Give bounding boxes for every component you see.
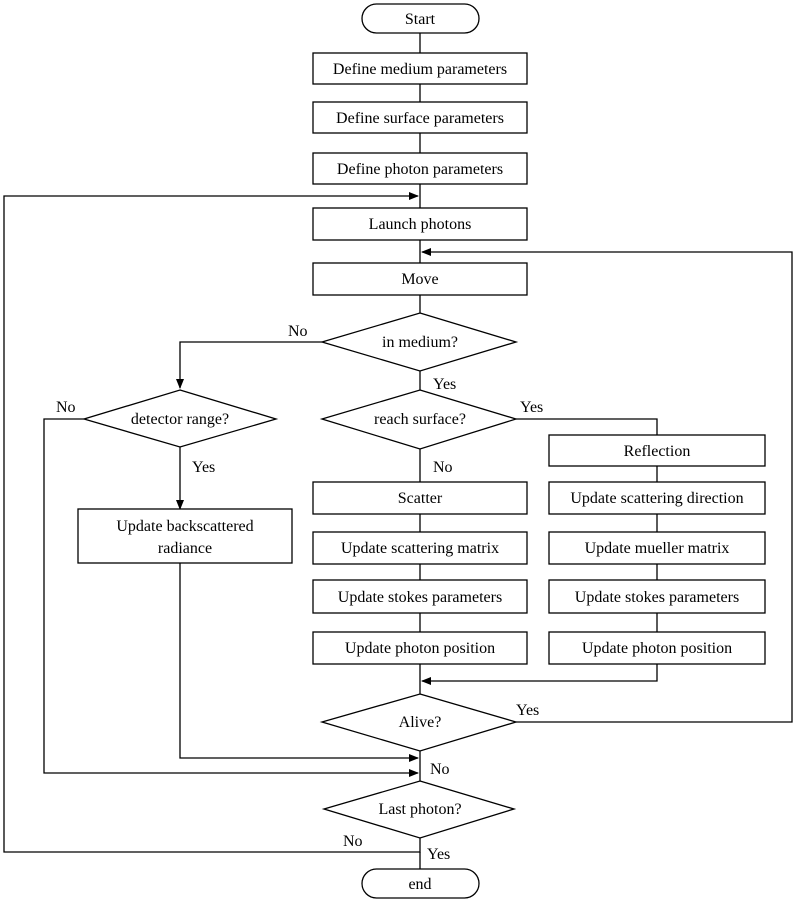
step-update-scattering-matrix-label: Update scattering matrix [341,540,499,557]
step-define-medium: Define medium parameters [312,52,528,85]
connector-last-no-loop [3,192,421,853]
decision-reach-surface: reach surface? [319,389,519,450]
step-move-label: Move [401,271,438,288]
decision-in-medium: in medium? [319,312,519,372]
decision-last-photon-label: Last photon? [378,801,461,818]
step-define-medium-label: Define medium parameters [333,61,507,78]
label-alive-yes: Yes [516,702,539,719]
connector-in-medium-no [176,341,322,389]
decision-detector-range: detector range? [81,389,279,448]
connector-detector-no [43,418,419,777]
connector-right-position-merge [421,664,658,685]
decision-last-photon: Last photon? [321,780,517,839]
label-last-no: No [343,833,363,850]
step-scatter-label: Scatter [398,490,443,507]
label-in-medium-yes: Yes [433,376,456,393]
step-update-position-right-label: Update photon position [582,640,732,657]
decision-alive: Alive? [319,693,519,752]
backscattered-line2: radiance [158,540,212,557]
step-update-scattering-matrix: Update scattering matrix [312,531,528,565]
label-surface-no: No [433,459,453,476]
step-move: Move [312,262,528,296]
step-scatter: Scatter [312,481,528,515]
label-detector-yes: Yes [192,459,215,476]
connector-alive-yes-loop [421,248,793,723]
decision-reach-surface-label: reach surface? [374,411,466,428]
step-define-surface: Define surface parameters [312,101,528,134]
connector-backscatter-to-last [179,563,419,762]
step-launch-photons: Launch photons [312,207,528,241]
step-update-stokes-left-label: Update stokes parameters [338,589,502,606]
step-update-scattering-direction-label: Update scattering direction [570,490,743,507]
step-define-photon-label: Define photon parameters [337,161,503,178]
decision-in-medium-label: in medium? [382,334,458,351]
connector-lines [3,33,793,869]
connector-surface-yes [516,418,658,435]
label-last-yes: Yes [427,846,450,863]
step-reflection-label: Reflection [624,443,691,460]
step-update-backscattered-radiance: Update backscattered radiance [77,508,293,564]
label-in-medium-no: No [288,323,308,340]
step-update-scattering-direction: Update scattering direction [548,481,766,515]
step-update-position-right: Update photon position [548,631,766,665]
step-update-stokes-right: Update stokes parameters [548,579,766,614]
decision-detector-range-label: detector range? [131,411,229,428]
step-define-surface-label: Define surface parameters [336,110,504,127]
label-detector-no: No [56,399,76,416]
backscattered-line1: Update backscattered [116,518,253,535]
label-alive-no: No [430,761,450,778]
step-update-position-left: Update photon position [312,631,528,665]
step-reflection: Reflection [548,434,766,467]
step-update-mueller-matrix-label: Update mueller matrix [585,540,730,557]
step-update-mueller-matrix: Update mueller matrix [548,531,766,565]
step-update-stokes-right-label: Update stokes parameters [575,589,739,606]
start-terminal: Start [361,3,480,34]
branch-labels: No Yes No Yes Yes No Yes No No Yes [56,323,543,863]
end-terminal: end [361,868,480,899]
step-update-position-left-label: Update photon position [345,640,495,657]
start-label: Start [405,11,436,28]
decision-alive-label: Alive? [399,714,442,731]
step-define-photon: Define photon parameters [312,152,528,185]
step-update-stokes-left: Update stokes parameters [312,579,528,614]
end-label: end [408,876,431,893]
label-surface-yes: Yes [520,399,543,416]
step-launch-photons-label: Launch photons [369,216,472,233]
